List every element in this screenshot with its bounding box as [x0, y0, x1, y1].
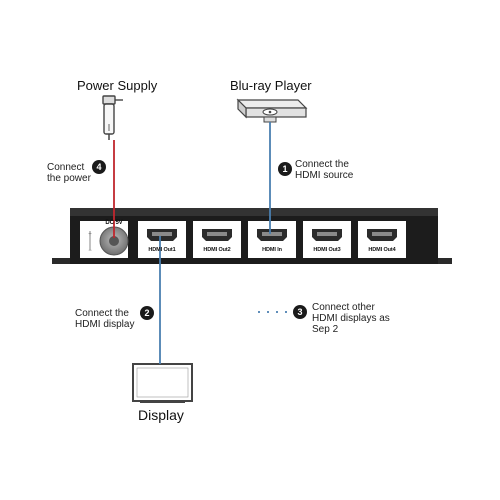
power-supply-label: Power Supply	[77, 78, 158, 93]
hdmi-port-3	[303, 221, 351, 258]
port-label-3: HDMI Out3	[313, 247, 341, 253]
hdmi-port-4	[358, 221, 406, 258]
hdmi-port-0	[138, 221, 186, 258]
svg-text:+: +	[88, 232, 92, 238]
power-adapter-icon	[102, 95, 123, 140]
step-4-text: Connect the power	[47, 162, 91, 184]
step-3-text: Connect other HDMI displays as Sep 2	[312, 302, 390, 335]
step-1-line2: HDMI source	[295, 170, 354, 181]
step-3-line1: Connect other	[312, 302, 375, 313]
bluray-player-label: Blu-ray Player	[230, 78, 312, 93]
dc-input-label: DC 5V	[105, 220, 123, 226]
port-label-2: HDMI In	[262, 247, 282, 253]
step-3-line2: HDMI displays as	[312, 313, 390, 324]
step-4-badge: 4	[92, 160, 106, 174]
svg-text:−: −	[88, 248, 92, 254]
bluray-player-icon	[236, 98, 308, 123]
display-label: Display	[138, 407, 184, 423]
hdmi-ports	[138, 221, 406, 258]
hdmi-port-2	[248, 221, 296, 258]
step-1-text: Connect the HDMI source	[295, 159, 353, 181]
display-tv-icon	[132, 363, 193, 403]
step-1-line1: Connect the	[295, 159, 349, 170]
step-1-badge: 1	[278, 162, 292, 176]
port-label-0: HDMI Out1	[148, 247, 176, 253]
step-4-line1: Connect	[47, 162, 85, 173]
step-2-line1: Connect the	[75, 308, 129, 319]
step-2-text: Connect the HDMI display	[75, 308, 134, 330]
step-3-line3: Sep 2	[312, 324, 339, 335]
hdmi-port-1	[193, 221, 241, 258]
step-2-line2: HDMI display	[75, 319, 135, 330]
port-label-1: HDMI Out2	[203, 247, 231, 253]
step-2-badge: 2	[140, 306, 154, 320]
port-label-4: HDMI Out4	[368, 247, 396, 253]
step-3-badge: 3	[293, 305, 307, 319]
step-4-line2: the power	[47, 173, 91, 184]
